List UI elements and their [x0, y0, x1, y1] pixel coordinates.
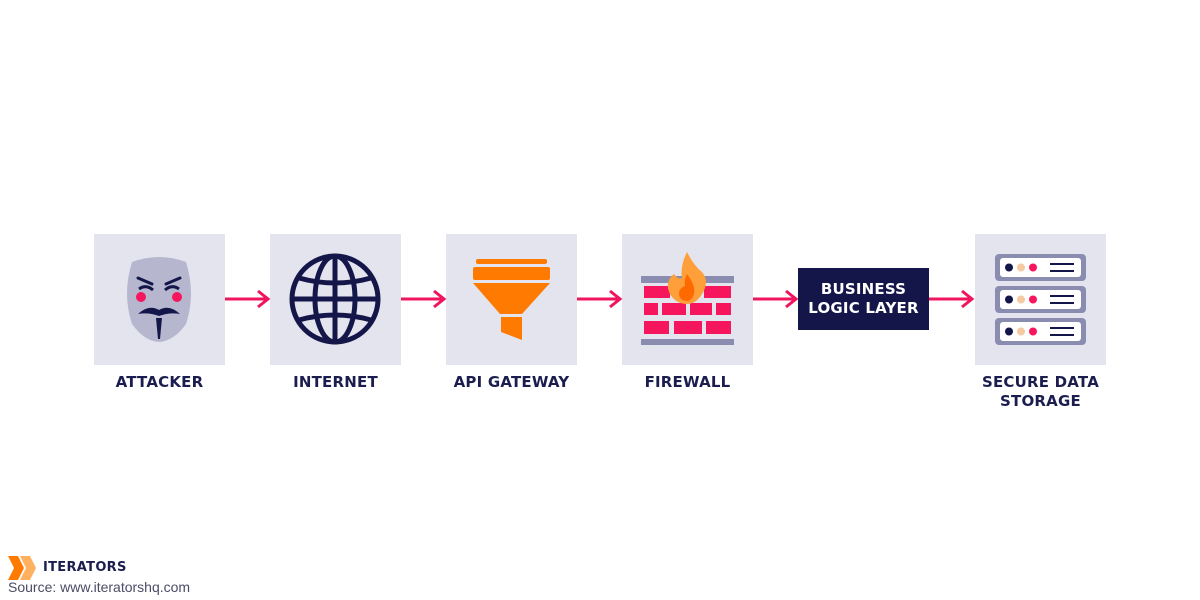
api-gateway-tile	[446, 234, 577, 365]
business-logic-layer-box: BUSINESS LOGIC LAYER	[798, 268, 929, 330]
arrow-business-to-storage	[929, 289, 975, 309]
arrow-gateway-to-firewall	[577, 289, 623, 309]
source-caption: Source: www.iteratorshq.com	[8, 579, 191, 595]
internet-label: INTERNET	[293, 373, 378, 391]
anonymous-mask-icon	[127, 257, 191, 342]
arrow-firewall-to-business	[753, 289, 799, 309]
firewall-tile	[622, 234, 753, 365]
secure-storage-label: SECURE DATA STORAGE	[981, 373, 1100, 410]
internet-tile	[270, 234, 401, 365]
funnel-icon	[473, 259, 550, 340]
attacker-tile	[94, 234, 225, 365]
server-rack-icon	[995, 254, 1086, 345]
arrow-internet-to-gateway	[401, 289, 447, 309]
firewall-label: FIREWALL	[644, 373, 731, 391]
brand-name: ITERATORS	[43, 560, 127, 575]
attacker-label: ATTACKER	[115, 373, 204, 391]
globe-icon	[289, 253, 381, 345]
business-logic-layer-label: BUSINESS LOGIC LAYER	[808, 280, 919, 317]
iterators-logo-icon	[8, 556, 36, 580]
arrow-attacker-to-internet	[225, 289, 271, 309]
api-gateway-label: API GATEWAY	[453, 373, 570, 391]
secure-storage-tile	[975, 234, 1106, 365]
firewall-brick-wall-icon	[641, 252, 734, 345]
